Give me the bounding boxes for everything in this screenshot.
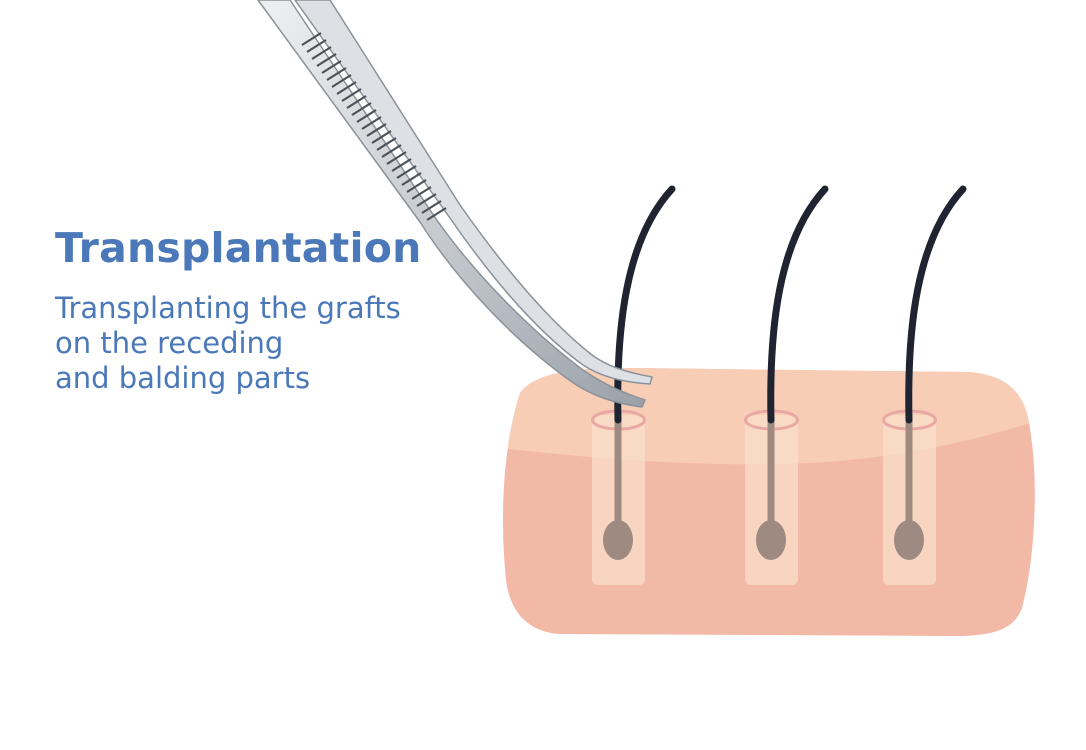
caption-line: on the receding	[55, 326, 284, 360]
hair-bulb	[894, 520, 924, 560]
tweezers-lower-arm	[257, 0, 646, 408]
hair-bulb	[756, 520, 786, 560]
follicle-2	[744, 185, 829, 585]
hair-strand	[614, 185, 676, 424]
hair-strand	[905, 185, 967, 424]
caption: Transplanting the grafts on the receding…	[55, 291, 401, 396]
tweezers-upper-arm	[294, 0, 653, 385]
hair-strand	[767, 185, 829, 424]
tweezers-icon	[257, 0, 653, 408]
page-title: Transplantation	[55, 224, 422, 272]
follicle-3	[882, 185, 967, 585]
caption-line: and balding parts	[55, 361, 311, 395]
follicle-1	[591, 185, 676, 585]
tweezers-grip	[301, 32, 447, 221]
hair-bulb	[603, 520, 633, 560]
caption-line: Transplanting the grafts	[55, 291, 401, 325]
